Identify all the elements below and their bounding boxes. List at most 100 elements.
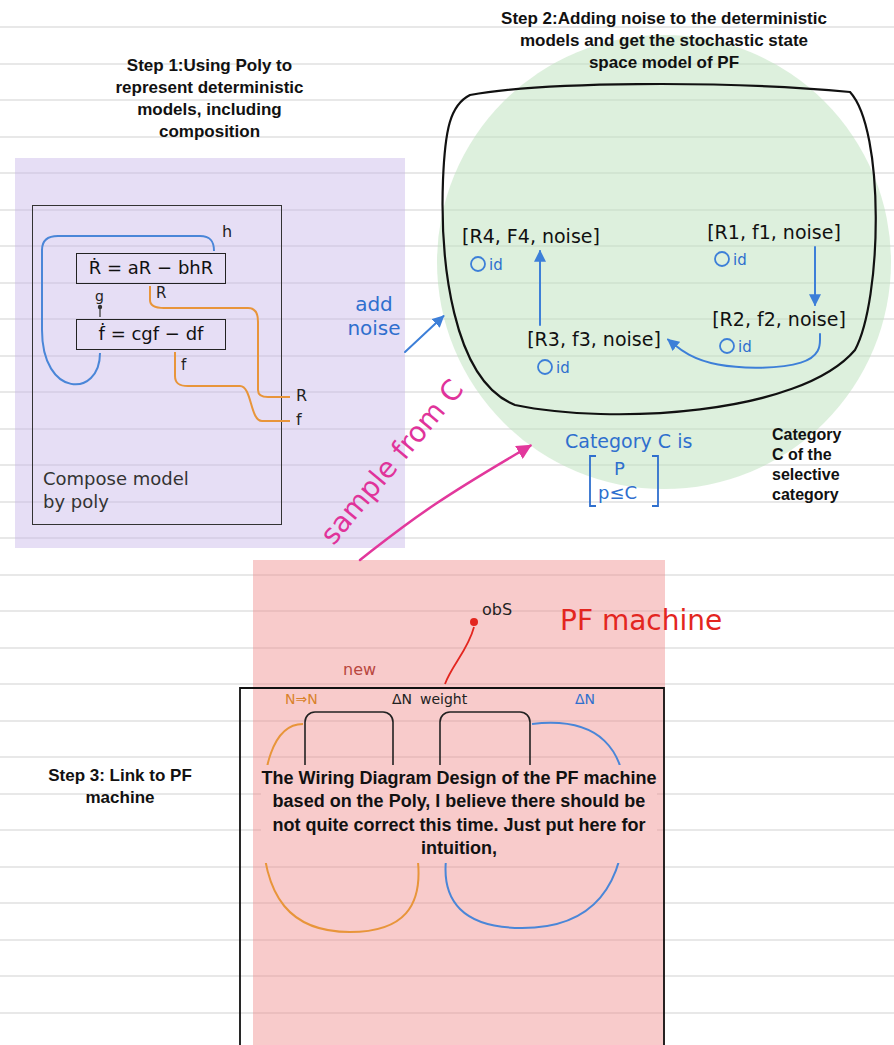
connector — [405, 316, 444, 352]
port-label: h — [222, 222, 232, 241]
label-holder: R — [156, 284, 166, 302]
node-text: ḟ = cgf − df — [83, 323, 219, 345]
identity-label: id — [556, 359, 570, 377]
wire-f — [175, 352, 290, 421]
text-holder: [R1, f1, noise] — [706, 221, 842, 244]
signal-name: new — [343, 660, 376, 679]
signal-name: ΔN — [392, 691, 412, 708]
label-holder: h — [222, 222, 232, 241]
label-holder: new — [343, 660, 376, 679]
edge-label: sample from C — [313, 373, 470, 551]
node-text: The Wiring Diagram Design of the PF mach… — [261, 765, 657, 863]
label-holder: f — [296, 410, 302, 429]
label-holder: p≤C — [598, 482, 637, 504]
signal-name: ΔN — [575, 691, 595, 708]
label-holder: ΔN — [575, 691, 595, 708]
identity-loop — [715, 252, 729, 266]
circle-fill — [437, 35, 891, 489]
category-blob — [443, 84, 876, 414]
label-holder: PF machine — [560, 604, 722, 638]
label-holder: ΔN — [392, 691, 412, 708]
text-holder: ḟ = cgf − df — [83, 323, 219, 345]
label-holder: P — [614, 458, 625, 480]
node-text: Compose model by poly — [43, 468, 193, 513]
obs-wire — [445, 627, 474, 684]
label-holder: id — [556, 359, 570, 377]
text-holder: [R3, f3, noise] — [526, 328, 662, 351]
label-holder: g — [95, 288, 104, 305]
equation-box: ḟ = cgf − df — [76, 319, 226, 350]
text-holder: Step 2:Adding noise to the deterministic… — [494, 8, 834, 74]
signal-name: N⇒N — [285, 691, 318, 708]
identity-label: id — [489, 256, 503, 274]
node-text: Category C of the selective category — [772, 425, 852, 505]
signal-name: weight — [420, 691, 467, 708]
state-tuple: [R4, F4, noise] — [455, 222, 607, 251]
state-tuple: [R3, f3, noise] — [520, 325, 668, 354]
wire-r — [150, 286, 290, 397]
machine-title: PF machine — [560, 604, 722, 638]
label-holder: f — [181, 356, 186, 374]
port-label: f — [296, 410, 302, 429]
step-heading: Step 3: Link to PF machine — [25, 765, 215, 809]
obs-port — [470, 618, 478, 626]
wire-dot — [98, 305, 102, 309]
text-holder: Ṙ = aR − bhR — [83, 257, 219, 279]
identity-label: id — [738, 338, 752, 356]
identity-loop — [471, 257, 485, 271]
connector — [814, 247, 816, 305]
equation-box: Ṙ = aR − bhR — [76, 253, 226, 284]
pf-inner-box — [440, 712, 530, 832]
node-text: Step 1:Using Poly to represent determini… — [87, 55, 332, 143]
label-holder: Step 3: Link to PF machine — [25, 765, 215, 809]
label-holder: weight — [420, 691, 467, 708]
label-holder: Category C is — [565, 430, 692, 453]
label-holder: id — [489, 256, 503, 274]
identity-loop — [720, 339, 734, 353]
pf-loop — [446, 723, 626, 928]
category-circle: Step 2:Adding noise to the deterministic… — [436, 34, 892, 490]
port-label: f — [181, 356, 186, 374]
node-text: [R1, f1, noise] — [706, 221, 842, 244]
node-text: [R2, f2, noise] — [711, 308, 847, 331]
node-text: Step 2:Adding noise to the deterministic… — [494, 8, 834, 74]
pf-frame — [240, 688, 664, 1045]
label-holder: id — [738, 338, 752, 356]
identity-loop — [538, 360, 552, 374]
label-holder: obS — [482, 600, 512, 619]
circle-outline — [436, 34, 892, 490]
edge-label: add noise — [346, 292, 402, 340]
pf-loop — [262, 724, 419, 932]
connector — [668, 334, 820, 368]
category-formula: p≤C — [598, 482, 637, 504]
edge-label-holder: add noise — [346, 292, 402, 340]
text-holder: [R4, F4, noise] — [461, 225, 601, 248]
category-note: Category C is — [565, 430, 692, 453]
sketch-frame: Compose model by poly Ṙ = aR − bhR ḟ = cgf… — [32, 205, 282, 525]
label-holder: id — [733, 251, 747, 269]
text-holder: Category C of the selective category — [772, 425, 852, 505]
node-text: [R4, F4, noise] — [461, 225, 601, 248]
node-text: Ṙ = aR − bhR — [83, 257, 219, 279]
wire-h — [42, 236, 214, 384]
state-tuple: [R1, f1, noise] — [700, 218, 848, 247]
port-label: R — [156, 284, 166, 302]
category-formula: P — [614, 458, 625, 480]
pf-inner-box — [305, 712, 393, 838]
node-text: [R3, f3, noise] — [526, 328, 662, 351]
bracket — [590, 456, 658, 506]
text-holder: Step 1:Using Poly to represent determini… — [87, 55, 332, 143]
connector — [539, 251, 541, 325]
edge-label-holder: sample from C — [313, 373, 470, 551]
signal-name: obS — [482, 600, 512, 619]
port-label: g — [95, 288, 104, 305]
identity-label: id — [733, 251, 747, 269]
label-holder: N⇒N — [285, 691, 318, 708]
label-holder: R — [296, 386, 307, 405]
state-tuple: [R2, f2, noise] — [705, 305, 853, 334]
text-holder: [R2, f2, noise] — [711, 308, 847, 331]
text-holder: Compose model by poly — [43, 468, 193, 513]
